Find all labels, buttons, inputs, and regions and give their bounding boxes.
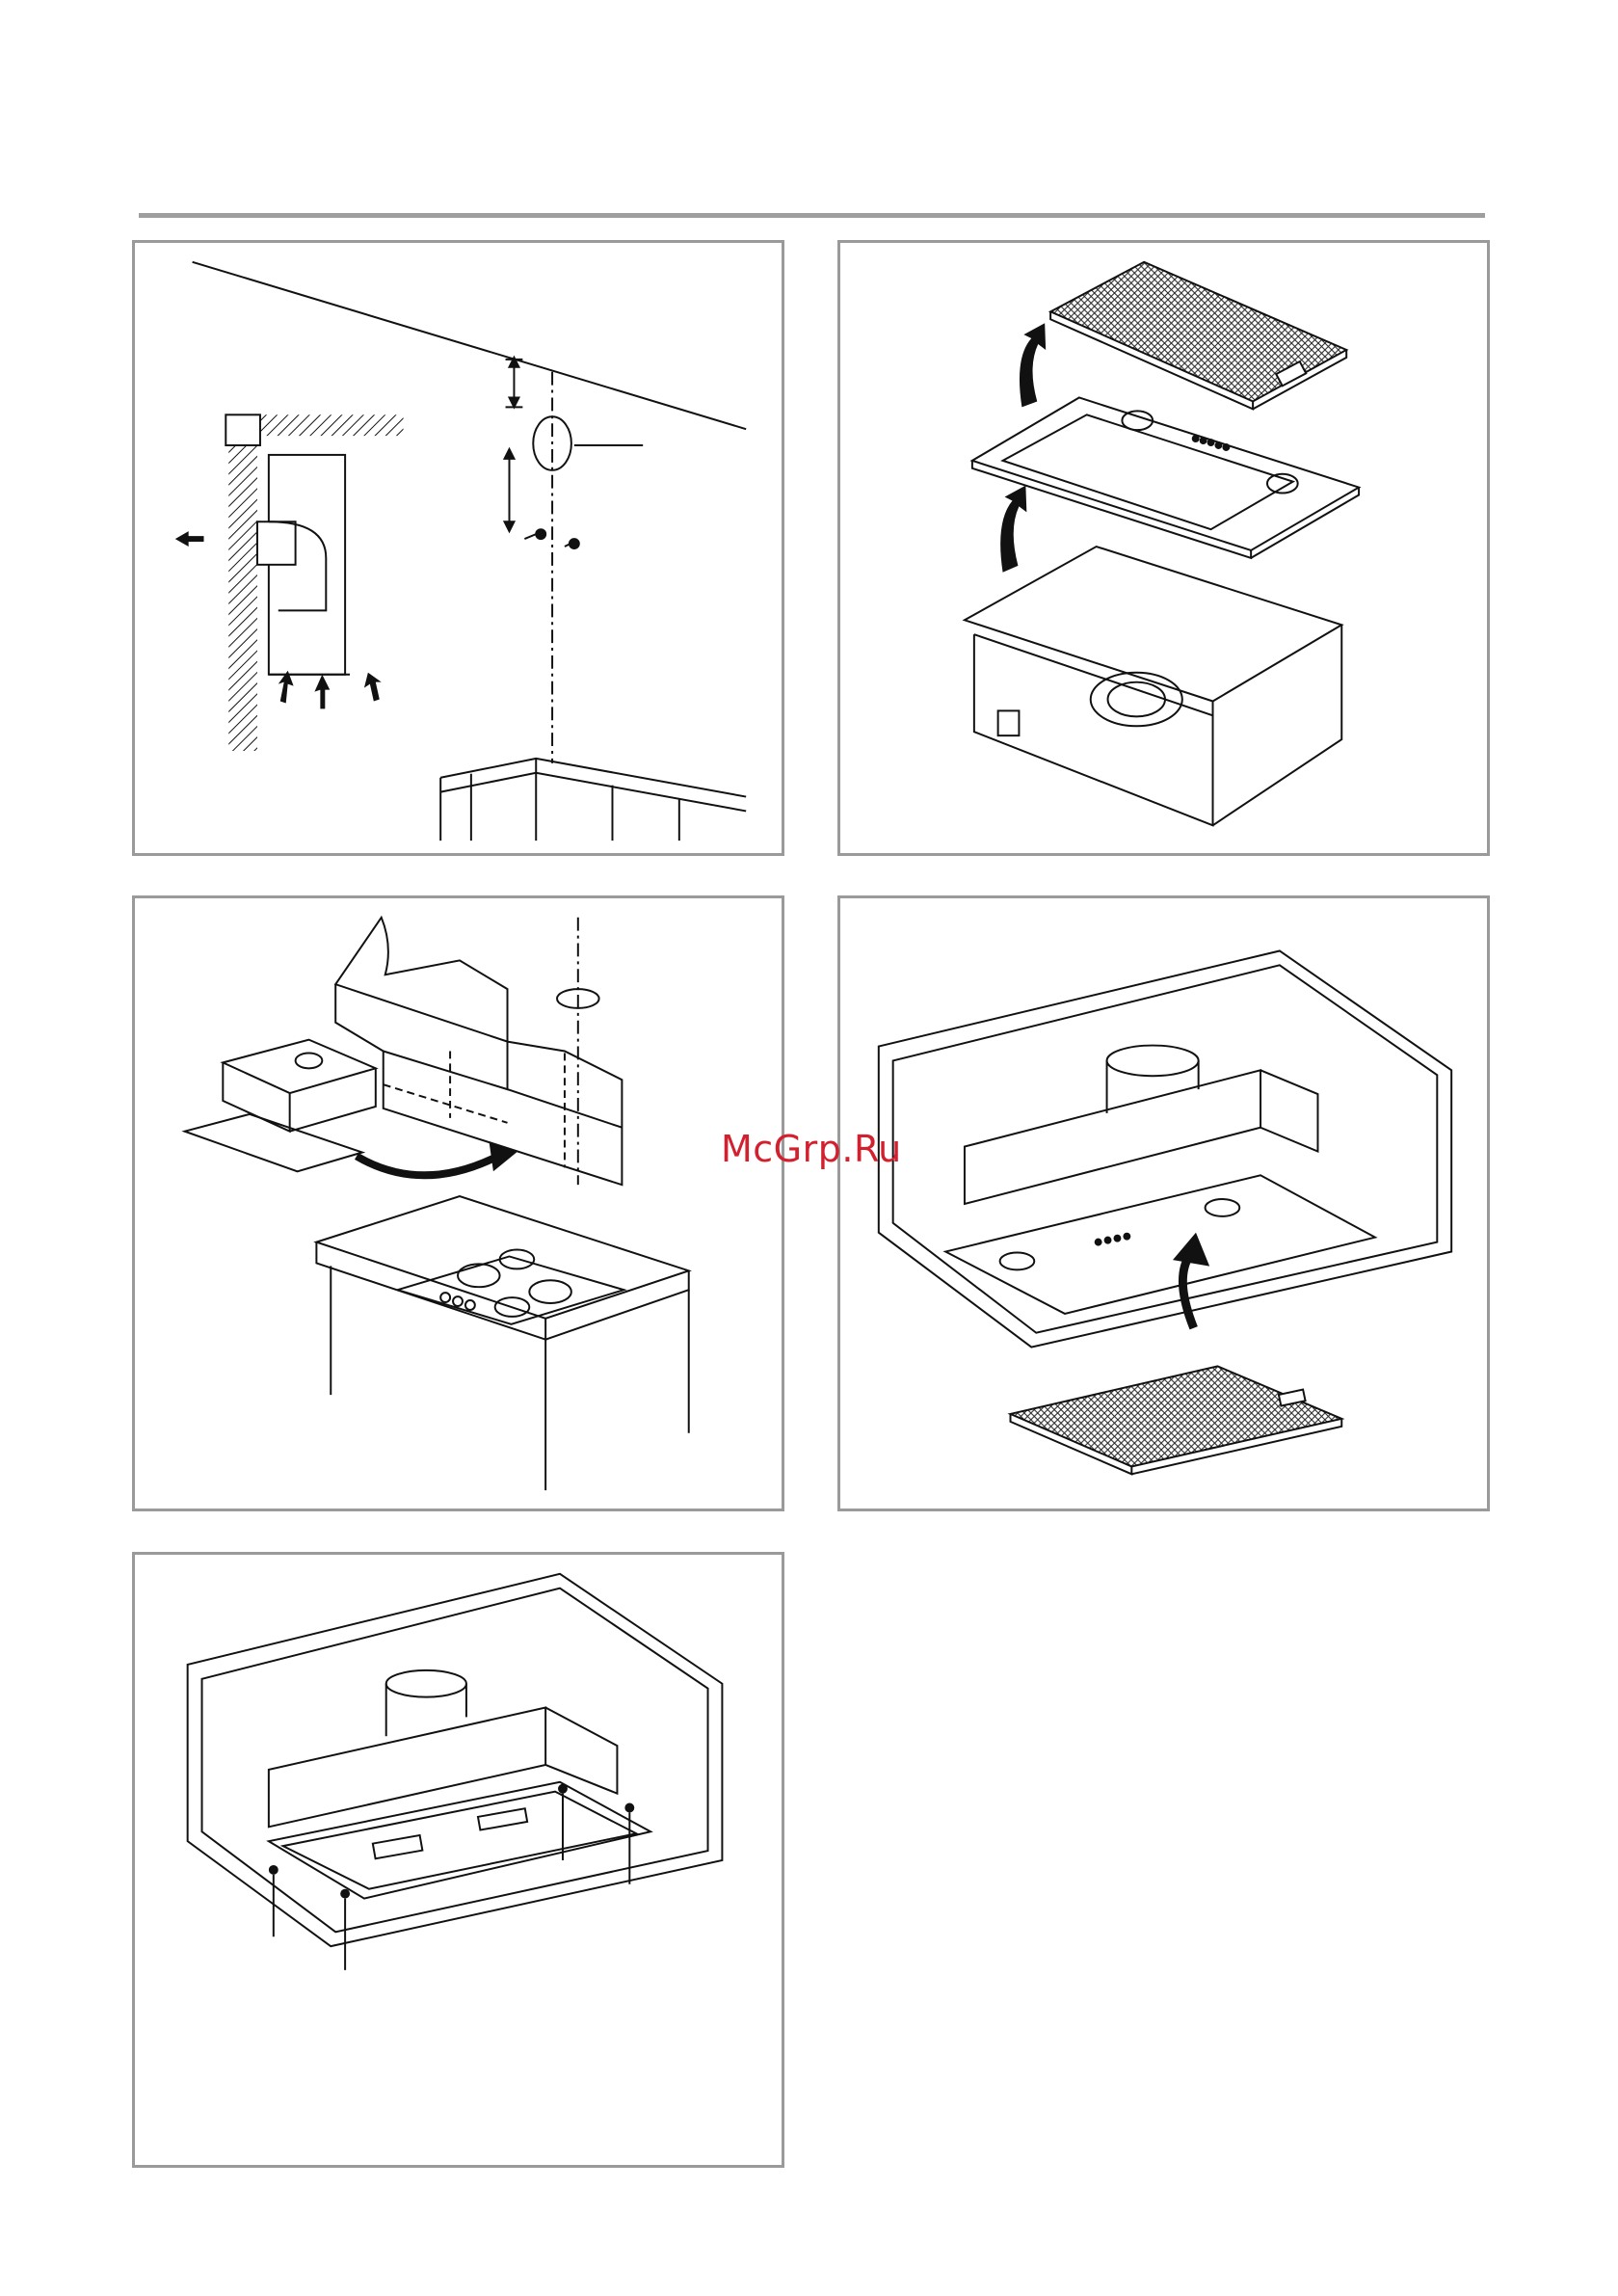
figure-ceiling-duct-installation xyxy=(132,240,784,856)
intake-arrow-icon xyxy=(279,671,382,709)
lift-arrow-icon xyxy=(1000,323,1046,573)
mesh-filter-icon xyxy=(1050,262,1346,410)
screw-fastening-drawing xyxy=(135,1555,782,2165)
dimension-arrow-icon xyxy=(506,358,523,408)
cooktop-icon xyxy=(398,1250,624,1324)
filter-insertion-drawing xyxy=(840,898,1487,1508)
filter-removal-drawing xyxy=(840,243,1487,853)
header-rule xyxy=(139,213,1485,218)
figure-screw-fastening xyxy=(132,1552,784,2168)
mesh-filter-icon xyxy=(1011,1366,1342,1474)
curved-arrow-icon xyxy=(357,1156,498,1175)
curved-arrow-icon xyxy=(1182,1256,1193,1327)
figure-filter-insertion xyxy=(837,895,1490,1511)
watermark: McGrp.Ru xyxy=(721,1128,902,1170)
figure-hood-placement-into-cabinet xyxy=(132,895,784,1511)
hood-placement-drawing xyxy=(135,898,782,1508)
exhaust-arrow-icon xyxy=(175,531,204,547)
ceiling-duct-drawing xyxy=(135,243,782,853)
figure-filter-and-frame-removal xyxy=(837,240,1490,856)
